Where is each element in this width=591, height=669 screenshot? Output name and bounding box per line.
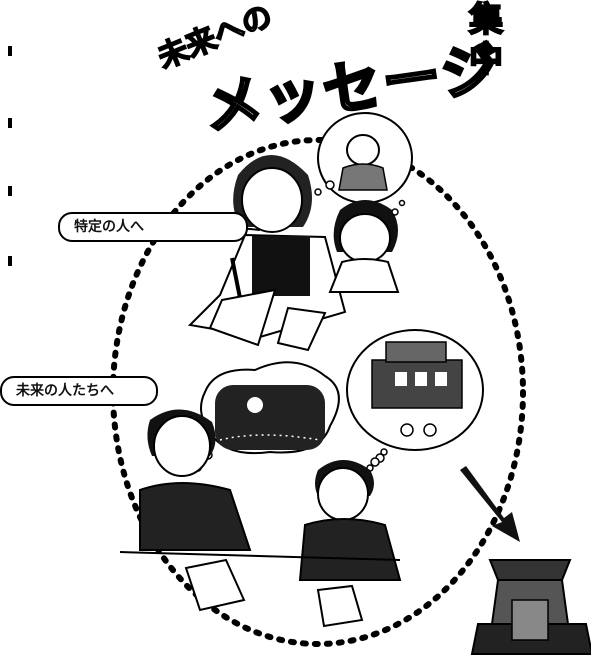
label-specific-people: 特定の人へ: [58, 212, 248, 242]
margin-mark: [8, 256, 12, 266]
desk-line: [119, 551, 401, 561]
space-thought-bubble: [194, 361, 340, 472]
margin-mark: [8, 118, 12, 128]
paper-4: [316, 584, 364, 628]
margin-mark: [8, 186, 12, 196]
side-badge: 集中: [468, 0, 504, 81]
paper-1: [208, 288, 277, 347]
label-future-people: 未来の人たちへ: [0, 376, 158, 406]
boy-left: [139, 409, 252, 551]
margin-mark: [8, 46, 12, 56]
time-capsule: [470, 559, 591, 655]
baby-thought-bubble: [314, 112, 413, 204]
future-city-thought-bubble: [346, 329, 484, 472]
arrow-down-right-icon: [460, 466, 520, 542]
girl: [328, 199, 406, 293]
paper-3: [184, 558, 246, 612]
boy-right: [298, 448, 402, 581]
paper-2: [276, 306, 327, 352]
